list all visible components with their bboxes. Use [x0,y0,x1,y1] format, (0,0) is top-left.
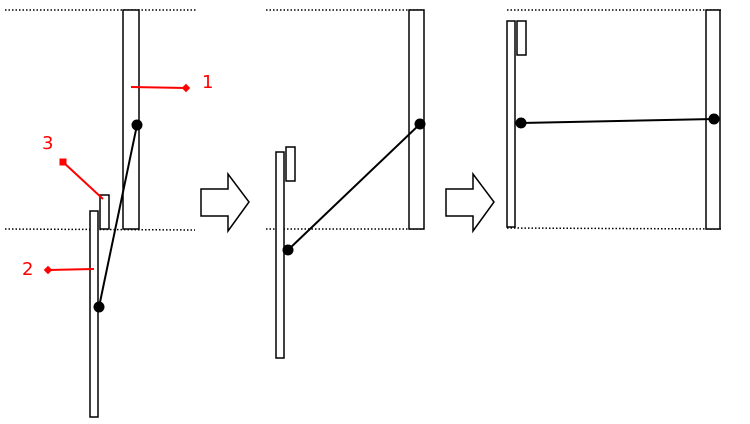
stage-arrow-1-icon [200,171,250,234]
panel-2-lower-panel [275,151,285,359]
panel-3-lower-pivot [515,117,527,129]
panel-3 [506,9,722,230]
panel-2-upper-pivot [414,118,426,130]
panel-2 [266,9,426,359]
callout-1: 1 [130,72,213,93]
panel-1-upper-pivot [131,119,143,131]
callout-1-marker [181,83,191,93]
panel-3-lower-panel [506,20,516,228]
panel-3-tab [516,20,527,56]
panel-2-tab [285,146,296,182]
panel-3-bottom-guide [506,227,722,230]
callout-1-leader [130,86,187,89]
panel-3-upper-pivot [708,113,720,125]
panel-2-lower-pivot [282,244,294,256]
callout-3: 3 [42,133,104,200]
callout-2-label: 2 [22,259,33,280]
callout-2-leader [47,268,95,271]
callout-3-leader [62,161,104,200]
callout-3-marker [59,158,67,166]
stage-arrow-2-icon [445,171,495,234]
panel-2-connector-link [287,123,421,251]
callout-3-label: 3 [42,133,53,154]
panel-1-lower-panel [89,210,99,418]
panel-3-connector-link [520,118,715,124]
panel-1-tab [99,194,110,230]
panel-1-upper-panel [122,9,140,230]
callout-1-label: 1 [202,72,213,93]
callout-2-marker [43,265,53,275]
panel-1-connector-link [98,124,138,308]
panel-2-upper-panel [408,9,425,230]
callout-2: 2 [22,259,95,280]
panel-1: 1 2 3 [4,9,213,418]
panel-1-lower-pivot [93,301,105,313]
